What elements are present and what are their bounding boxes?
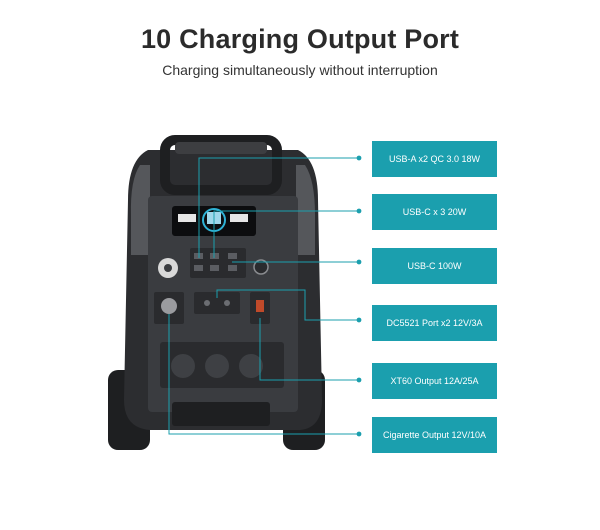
ac-outlet-3 xyxy=(239,354,263,378)
power-button xyxy=(253,259,269,275)
callout-xt60: XT60 Output 12A/25A xyxy=(372,363,497,399)
connector-line-6 xyxy=(168,314,357,435)
right-side-panel xyxy=(296,165,315,255)
usb-c-100w-port xyxy=(228,265,237,271)
connector-line-1 xyxy=(198,157,357,258)
connector-dot-5 xyxy=(356,377,362,383)
dc-port-1 xyxy=(204,300,210,306)
connector-line-4 xyxy=(216,289,357,321)
handle-grip xyxy=(175,142,267,154)
connector-line-5 xyxy=(259,318,357,381)
bottom-slot xyxy=(172,402,270,426)
display-segment-left xyxy=(178,214,196,222)
left-side-panel xyxy=(130,165,150,255)
callout-dc5521: DC5521 Port x2 12V/3A xyxy=(372,305,497,341)
connector-dots xyxy=(356,155,362,437)
usb-c-port-3 xyxy=(228,253,237,259)
connector-line-2 xyxy=(213,210,357,258)
display-segment-right xyxy=(230,214,248,222)
dc-port-2 xyxy=(224,300,230,306)
top-handle xyxy=(160,135,282,195)
connector-dot-2 xyxy=(356,208,362,214)
xt60-port xyxy=(256,300,264,312)
callout-usb-c-100w: USB-C 100W xyxy=(372,248,497,284)
dc-port-frame xyxy=(194,292,240,314)
usb-a-port-2 xyxy=(194,265,203,271)
usb-port-cluster xyxy=(190,248,246,278)
usb-c-port-2 xyxy=(210,265,219,271)
connector-dot-6 xyxy=(356,431,362,437)
callout-usb-c-20w: USB-C x 3 20W xyxy=(372,194,497,230)
car-port-outlet xyxy=(161,298,177,314)
callout-cigarette: Cigarette Output 12V/10A xyxy=(372,417,497,453)
connector-dot-4 xyxy=(356,317,362,323)
page-subtitle: Charging simultaneously without interrup… xyxy=(162,62,438,78)
connector-dot-1 xyxy=(356,155,362,161)
connector-dot-3 xyxy=(356,259,362,265)
connector-lines xyxy=(168,157,357,435)
callout-usb-a: USB-A x2 QC 3.0 18W xyxy=(372,141,497,177)
ac-outlet-1 xyxy=(171,354,195,378)
control-button xyxy=(164,264,172,272)
page-title: 10 Charging Output Port xyxy=(140,24,460,54)
ac-outlet-2 xyxy=(205,354,229,378)
